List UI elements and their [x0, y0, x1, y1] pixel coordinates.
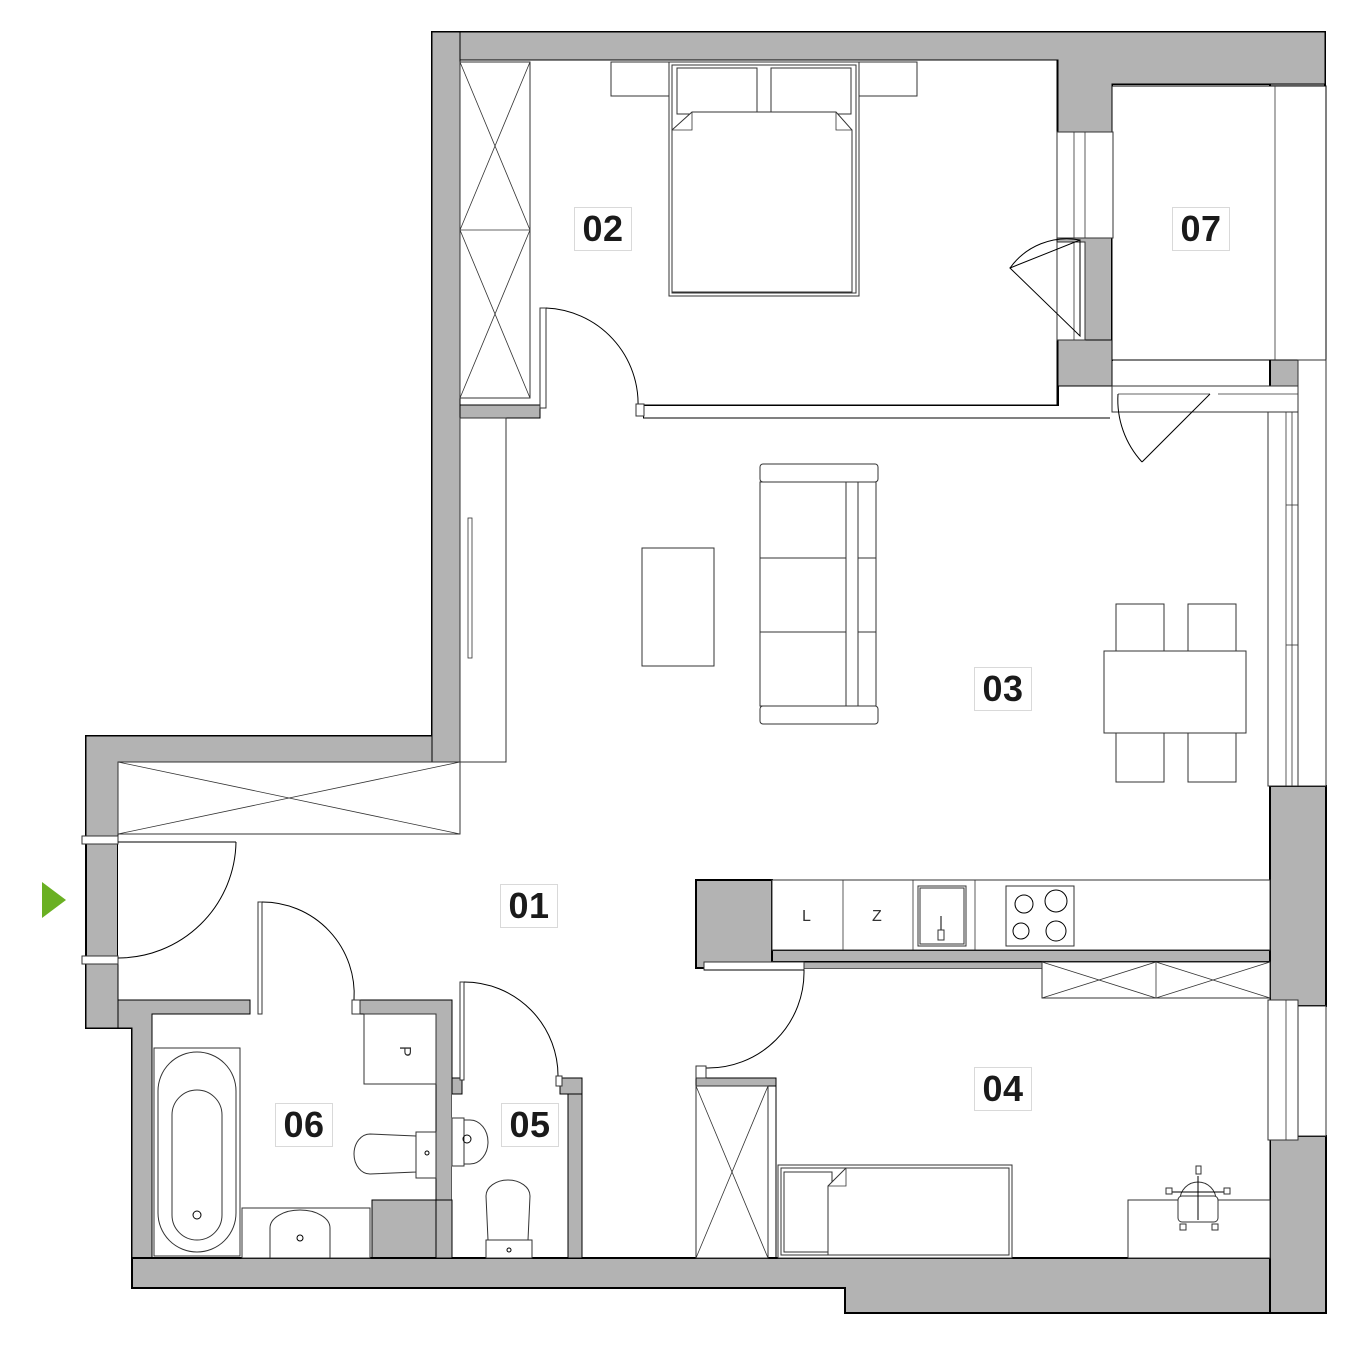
sofa [759, 463, 879, 725]
room-label-07: 07 [1172, 207, 1230, 251]
window-living-right [1267, 359, 1327, 787]
wardrobe-hall [117, 761, 461, 835]
toilet-bathroom [353, 1131, 437, 1179]
sliding-wardrobe-hall [459, 417, 507, 763]
entrance-arrow-icon [42, 882, 66, 918]
washer-letter: P [396, 1046, 413, 1057]
door-wc [459, 981, 563, 1087]
washbasin-bathroom [241, 1207, 371, 1259]
cooktop [1005, 885, 1075, 947]
room-label-05: 05 [501, 1103, 559, 1147]
window-room-04 [1267, 999, 1327, 1141]
washing-machine: P [363, 1013, 437, 1085]
door-bathroom [257, 901, 361, 1015]
kitchen-partition [771, 949, 1271, 963]
room-label-06: 06 [275, 1103, 333, 1147]
wardrobe-04 [695, 1085, 769, 1259]
door-bedroom-balcony [1009, 238, 1081, 338]
sink-letter: L [802, 908, 811, 925]
wall-cabinet-04 [1041, 961, 1271, 999]
door-room-04 [695, 961, 805, 1079]
room-label-03: 03 [974, 667, 1032, 711]
bed-double [610, 61, 918, 297]
kitchen-wall-pillar [695, 879, 773, 969]
desk-with-chair [1127, 1165, 1271, 1259]
bathtub [153, 1047, 241, 1257]
door-bedroom [539, 307, 645, 417]
dining-table [1103, 603, 1247, 783]
door-entrance [81, 835, 237, 965]
toilet-wc [485, 1179, 533, 1259]
room-label-02: 02 [574, 207, 632, 251]
coffee-table [641, 547, 715, 667]
room-label-01: 01 [500, 884, 558, 928]
bed-single [777, 1164, 1013, 1259]
door-living-balcony [1117, 393, 1211, 463]
fridge-letter: Z [872, 908, 882, 925]
room-label-04: 04 [974, 1067, 1032, 1111]
wardrobe-bedroom [459, 61, 531, 399]
washbasin-wc [451, 1117, 489, 1167]
